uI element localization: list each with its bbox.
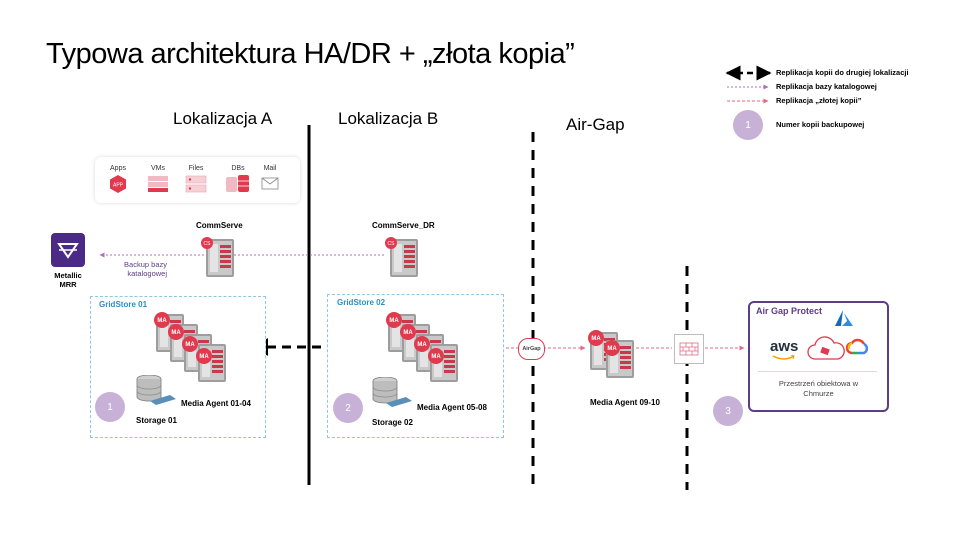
svg-text:MA: MA <box>171 330 181 336</box>
workload-files: Files <box>185 165 207 193</box>
legend-golden-label: Replikacja „złotej kopii” <box>776 96 862 105</box>
slide-title: Typowa architektura HA/DR + „złota kopia… <box>46 38 575 70</box>
svg-text:MA: MA <box>403 330 413 336</box>
workload-mail: Mail <box>261 165 279 191</box>
svg-text:MA: MA <box>389 318 399 324</box>
air-gap-protect-divider <box>758 371 877 372</box>
storage-01-icon <box>136 375 177 406</box>
media-agent-stack-icon: MA MA MA MA <box>386 312 458 382</box>
svg-text:MA: MA <box>417 342 427 348</box>
media-agent-05-08-label: Media Agent 05-08 <box>417 403 487 412</box>
zone-label-airgap: Air-Gap <box>566 115 625 134</box>
storage-02-icon <box>372 377 413 408</box>
legend-replication-label: Replikacja kopii do drugiej lokalizacji <box>776 68 909 77</box>
apps-icon: APP <box>110 175 126 193</box>
svg-text:MA: MA <box>591 336 601 342</box>
svg-text:MA: MA <box>157 318 167 324</box>
cloud-icon <box>807 336 845 360</box>
workloads-panel: Apps APP VMs Files DBs Mail <box>95 157 300 203</box>
svg-text:MA: MA <box>185 342 195 348</box>
commserve-label: CommServe <box>196 221 243 230</box>
storage-01-label: Storage 01 <box>136 416 177 425</box>
aws-logo: aws <box>770 338 799 355</box>
zone-label-a: Lokalizacja A <box>173 109 273 128</box>
svg-text:MA: MA <box>431 354 441 360</box>
svg-text:CS: CS <box>388 241 396 247</box>
airgap-chip: AirGap <box>518 338 545 360</box>
commserve-server-icon: CS <box>201 237 234 277</box>
svg-text:CS: CS <box>204 241 212 247</box>
legend-catalog-label: Replikacja bazy katalogowej <box>776 82 877 91</box>
badge-copy-3: 3 <box>713 396 743 426</box>
gridstore-02-title: GridStore 02 <box>337 298 386 307</box>
legend-badge-label: Numer kopii backupowej <box>776 120 865 129</box>
media-agent-stack-icon: MA MA MA MA <box>154 312 226 382</box>
google-cloud-icon <box>846 338 869 355</box>
database-icon <box>226 175 249 192</box>
air-gap-protect-title: Air Gap Protect <box>756 306 823 316</box>
metallic-logo-icon <box>51 233 85 267</box>
vm-icon <box>148 176 168 192</box>
azure-icon <box>835 310 853 326</box>
air-gap-protect-panel: Air Gap Protect aws Przestrzeń obiektowa… <box>748 301 889 412</box>
media-agent-pair-icon: MA MA <box>588 330 634 378</box>
svg-text:MA: MA <box>199 354 209 360</box>
media-agent-01-04-label: Media Agent 01-04 <box>181 399 251 408</box>
badge-copy-1: 1 <box>95 392 125 422</box>
files-icon <box>185 175 207 193</box>
storage-02-label: Storage 02 <box>372 418 413 427</box>
commserve-dr-server-icon: CS <box>385 237 418 277</box>
zone-label-b: Lokalizacja B <box>338 109 439 128</box>
media-agent-09-10-label: Media Agent 09-10 <box>590 398 660 407</box>
workload-vms: VMs <box>147 165 169 193</box>
workload-apps: Apps APP <box>109 165 127 193</box>
aws-smile-icon <box>772 355 795 360</box>
legend-badge: 1 <box>733 110 763 140</box>
commserve-dr-label: CommServe_DR <box>372 221 435 230</box>
mail-icon <box>261 177 279 190</box>
svg-text:APP: APP <box>113 183 124 189</box>
gridstore-01-title: GridStore 01 <box>99 300 148 309</box>
firewall-icon <box>674 334 704 364</box>
badge-copy-2: 2 <box>333 393 363 423</box>
workload-dbs: DBs <box>225 165 251 193</box>
svg-text:MA: MA <box>607 346 617 352</box>
